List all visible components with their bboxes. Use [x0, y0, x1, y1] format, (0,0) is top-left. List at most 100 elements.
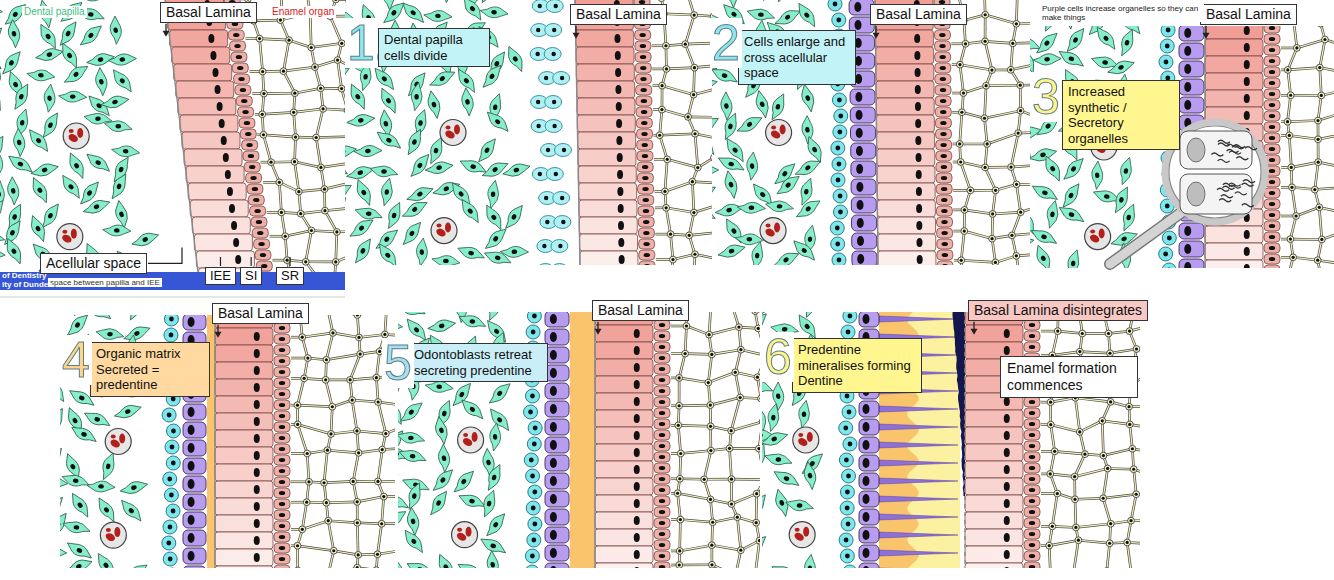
nucleus — [278, 181, 281, 184]
papilla-cell — [746, 8, 775, 22]
papilla-cell — [1118, 28, 1135, 58]
cell-body — [1061, 154, 1086, 183]
nucleus — [1117, 64, 1124, 71]
nucleus — [940, 143, 946, 147]
sr-process — [660, 110, 662, 136]
nucleus — [72, 71, 79, 78]
nucleus — [644, 264, 650, 265]
cell-body — [30, 160, 60, 180]
sr-cell — [691, 12, 698, 19]
cell-body — [345, 0, 350, 11]
sr-process — [260, 39, 289, 41]
sr-cell — [260, 131, 267, 138]
nucleus — [233, 33, 239, 37]
nucleus — [1019, 109, 1022, 112]
nucleus — [941, 187, 947, 191]
cell-body — [432, 256, 460, 265]
nucleus — [35, 137, 42, 144]
papilla-cell — [746, 0, 770, 2]
nucleus — [310, 229, 313, 232]
cell-body — [5, 153, 35, 175]
papilla-cell — [416, 238, 428, 265]
sr-process — [695, 134, 698, 168]
cell-body — [1030, 233, 1035, 253]
cell-body — [345, 158, 350, 177]
nucleus — [1049, 165, 1056, 172]
sr-process — [667, 159, 698, 167]
sr-process — [964, 231, 992, 239]
nucleus — [805, 95, 811, 102]
sr-process — [984, 15, 987, 42]
papilla-cell — [130, 228, 160, 250]
nucleus — [941, 220, 947, 224]
dividing-cell — [546, 0, 563, 13]
nucleus — [1269, 48, 1275, 52]
cell-body — [500, 245, 529, 259]
iee-cell — [1205, 26, 1263, 39]
nucleus — [1269, 37, 1275, 41]
blood-vessel — [1085, 224, 1111, 250]
papilla-cell — [376, 86, 401, 115]
papilla-cell — [93, 67, 110, 97]
red-blood-cell — [446, 126, 451, 130]
si-cell — [1264, 199, 1280, 209]
si-cell — [935, 107, 951, 117]
nucleus — [287, 39, 290, 42]
red-blood-cell — [454, 125, 460, 135]
papilla-cell — [5, 176, 21, 206]
si-cell — [935, 96, 951, 106]
nucleus — [1269, 103, 1275, 107]
cell-body — [108, 67, 136, 94]
nucleus — [838, 194, 843, 199]
si-cell — [638, 184, 654, 194]
sr-process — [316, 135, 345, 139]
sr-process — [264, 93, 295, 95]
nucleus — [643, 198, 649, 202]
odontoblast — [852, 233, 877, 249]
iee-cell — [878, 251, 936, 265]
si-cell — [239, 118, 255, 128]
nucleus — [433, 147, 439, 153]
nucleus — [354, 93, 361, 100]
cell-body — [1030, 183, 1060, 203]
nucleus — [221, 136, 227, 145]
nucleus — [284, 235, 287, 238]
nucleus — [640, 77, 646, 81]
papilla-cell — [374, 241, 401, 265]
nucleus — [1167, 236, 1172, 241]
nucleus — [115, 124, 121, 129]
nucleus — [358, 225, 365, 232]
sr-process — [1289, 135, 1318, 139]
nucleus — [16, 139, 21, 145]
nucleus — [511, 249, 517, 254]
nucleus — [804, 189, 809, 195]
nucleus — [642, 165, 648, 169]
sr-process — [330, 16, 342, 43]
sr-cell — [663, 42, 670, 49]
nucleus — [916, 187, 922, 196]
nucleus — [554, 4, 558, 8]
cell-body — [476, 135, 499, 165]
nucleus — [746, 237, 752, 242]
sr-process — [961, 231, 964, 260]
papilla-cell — [346, 111, 376, 130]
cell-body — [376, 86, 401, 115]
nucleus — [916, 204, 922, 213]
papilla-cell — [112, 199, 131, 229]
nucleus — [808, 236, 813, 242]
nucleus — [97, 57, 104, 63]
si-cell — [1264, 122, 1280, 132]
sr-process — [666, 68, 694, 69]
sr-process — [279, 182, 281, 212]
nucleus — [336, 58, 339, 61]
nucleus — [46, 52, 53, 58]
iee-cell — [578, 132, 636, 149]
iee-cell — [196, 251, 254, 268]
si-cell — [248, 195, 264, 205]
papilla-cell — [735, 112, 764, 137]
cell-body — [483, 225, 509, 254]
sr-cell — [670, 256, 677, 263]
sr-process — [1291, 95, 1322, 96]
cell-body — [1060, 181, 1082, 211]
papilla-cell — [432, 256, 460, 265]
